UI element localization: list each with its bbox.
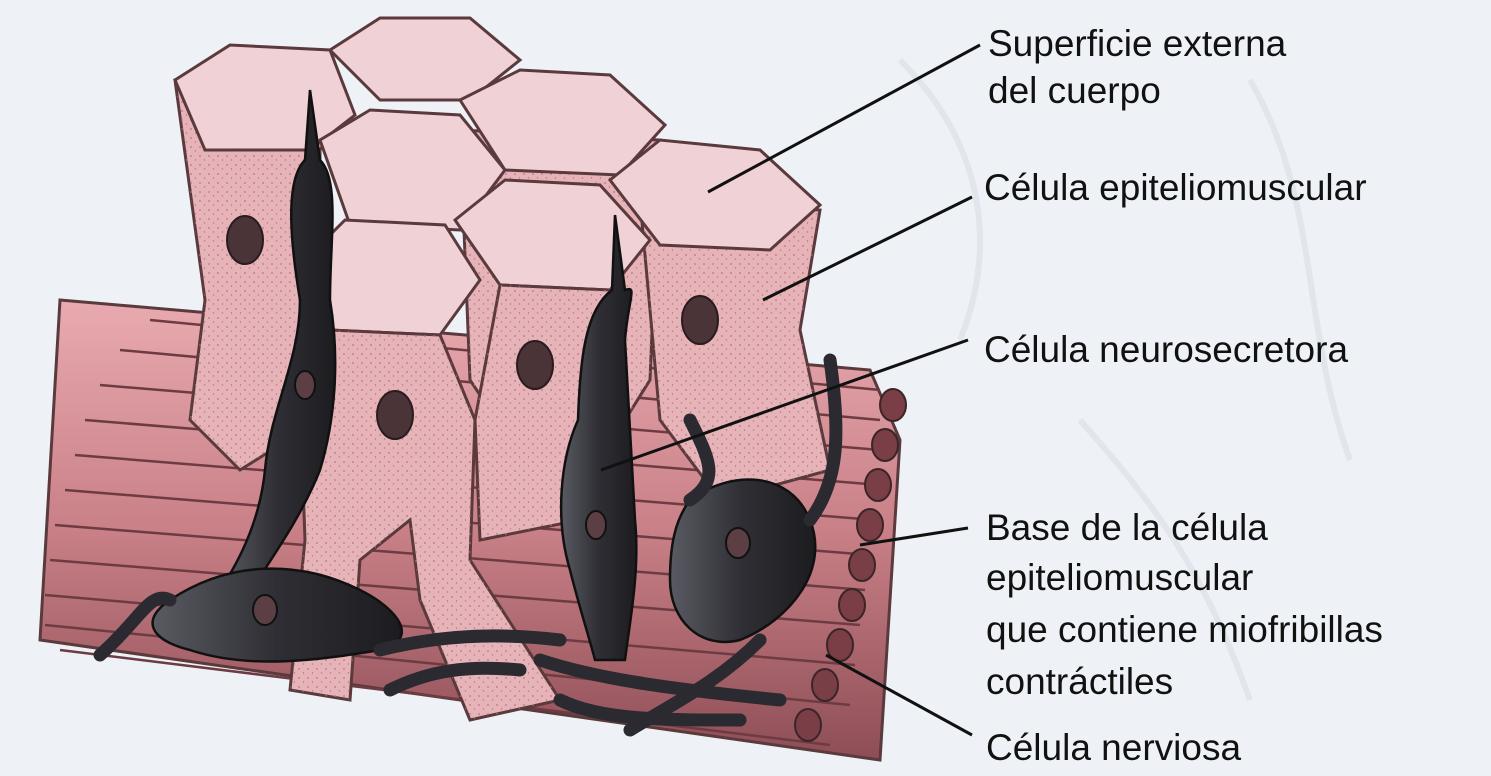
label-superficie-line-1: Superficie externa [988, 23, 1287, 64]
label-base-line-4: contráctiles [986, 661, 1173, 702]
label-base-line-3: que contiene miofribillas [986, 609, 1383, 650]
label-epiteliomuscular: Célula epiteliomuscular [984, 167, 1367, 208]
label-base-line-2: epiteliomuscular [986, 557, 1253, 598]
label-nerviosa: Célula nerviosa [986, 727, 1241, 768]
label-base-line-1: Base de la célula [986, 507, 1268, 548]
labels: Superficie externa del cuerpo Célula epi… [984, 23, 1383, 768]
background-texture [900, 60, 1350, 700]
label-superficie-line-2: del cuerpo [988, 70, 1161, 111]
label-neurosecretora: Célula neurosecretora [984, 329, 1348, 370]
leader-line-superficie [708, 45, 980, 192]
